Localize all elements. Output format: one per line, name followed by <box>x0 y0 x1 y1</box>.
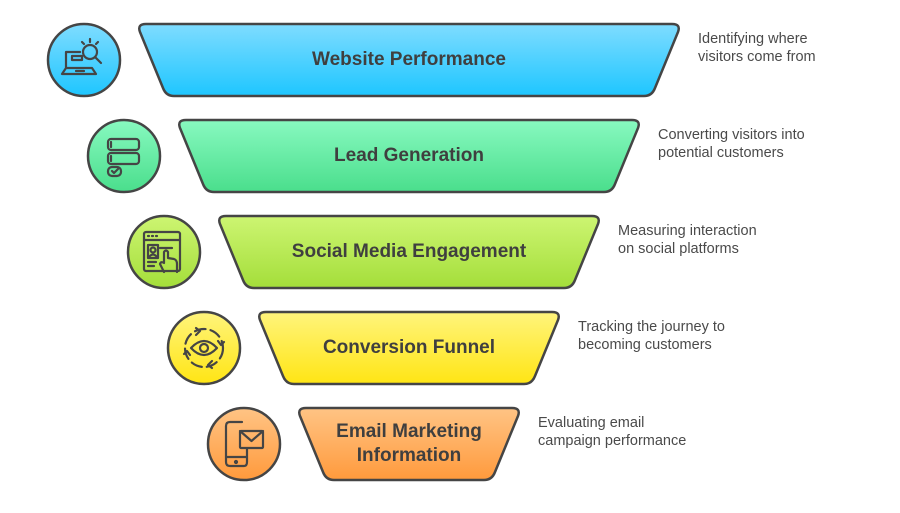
stage-title-text: Conversion Funnel <box>322 337 496 358</box>
phone-mail-icon <box>224 420 265 468</box>
stage-description: Tracking the journey to becoming customer… <box>578 318 778 354</box>
stage-title: Lead Generation <box>206 120 612 192</box>
profile-tap-icon <box>142 230 182 274</box>
icon-badge <box>206 406 282 482</box>
stage-description: Identifying where visitors come from <box>698 30 898 66</box>
stage-title: Website Performance <box>166 24 652 96</box>
form-checklist-icon <box>106 137 141 178</box>
icon-badge <box>46 22 122 98</box>
description-line: Measuring interaction <box>618 223 757 239</box>
description-line: becoming customers <box>578 337 712 353</box>
description-line: Tracking the journey to <box>578 319 725 335</box>
icon-badge <box>86 118 162 194</box>
stage-title: Social Media Engagement <box>246 216 572 288</box>
description-line: Converting visitors into <box>658 127 805 143</box>
description-line: Evaluating email <box>538 415 645 431</box>
stage-description: Evaluating email campaign performance <box>538 414 738 450</box>
funnel-stage-shape <box>298 406 520 482</box>
description-line: campaign performance <box>538 433 687 449</box>
description-line: visitors come from <box>698 49 816 65</box>
stage-description: Measuring interaction on social platforms <box>618 222 818 258</box>
description-line: on social platforms <box>618 241 739 257</box>
funnel-stage-shape <box>258 310 560 386</box>
icon-badge <box>166 310 242 386</box>
funnel-stage-shape <box>178 118 640 194</box>
stage-title-text: Social Media Engagement <box>291 241 527 262</box>
stage-title-text: Email Marketing Information <box>336 421 482 466</box>
stage-title: Conversion Funnel <box>286 312 532 384</box>
eye-cycle-icon <box>182 326 226 370</box>
laptop-search-icon <box>60 37 103 76</box>
stage-title: Email Marketing Information <box>326 408 492 480</box>
funnel-stage-shape <box>138 22 680 98</box>
stage-description: Converting visitors into potential custom… <box>658 126 858 162</box>
stage-title-text: Website Performance <box>312 49 506 70</box>
description-line: Identifying where <box>698 31 808 47</box>
stage-title-text: Lead Generation <box>334 145 484 166</box>
description-line: potential customers <box>658 145 784 161</box>
funnel-stage-shape <box>218 214 600 290</box>
